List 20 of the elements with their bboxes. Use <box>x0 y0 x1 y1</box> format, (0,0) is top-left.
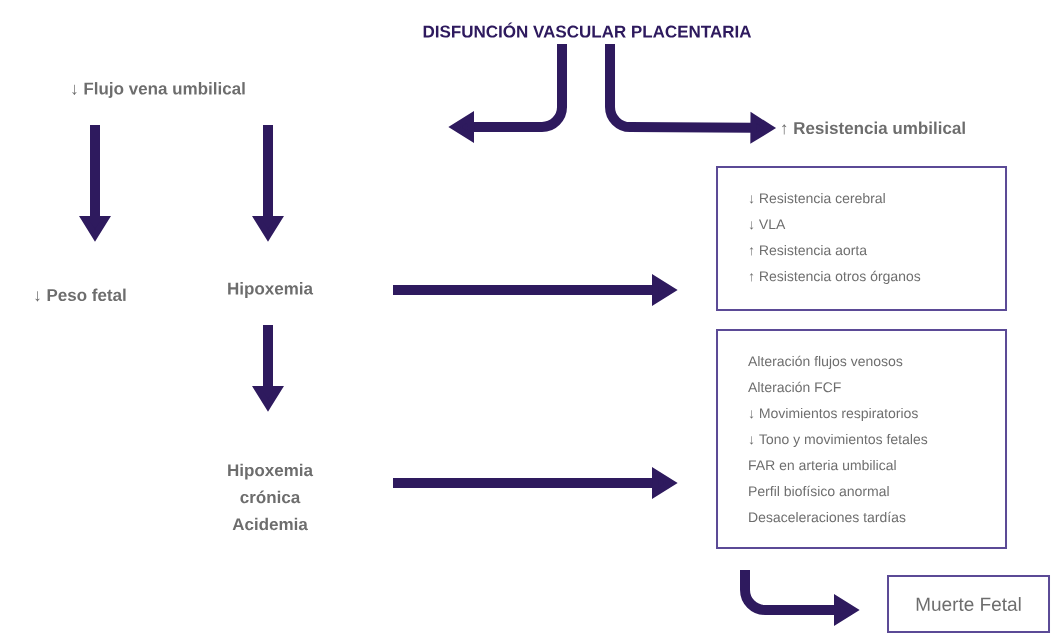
list-item: ↓ VLA <box>749 219 786 230</box>
list-item: Desaceleraciones tardías <box>749 511 906 523</box>
title: DISFUNCIÓN VASCULAR PLACENTARIA <box>423 22 752 38</box>
list-item: Alteración FCF <box>748 381 841 393</box>
list-item: ↓ Resistencia cerebral <box>749 193 885 204</box>
node-label: Hipoxemia crónica Acidemia <box>228 463 314 531</box>
node-label: ↑ Resistencia umbilical <box>782 121 965 135</box>
text-box <box>716 166 1007 311</box>
list-item: ↓ Movimientos respiratorios <box>749 407 918 421</box>
list-item: FAR en arteria umbilical <box>749 459 896 471</box>
list-item: ↓ Tono y movimientos fetales <box>749 433 928 447</box>
text-box: Muerte Fetal <box>887 575 1050 633</box>
node-label: ↓ Peso fetal <box>35 288 126 302</box>
node-label: ↓ Flujo vena umbilical <box>72 82 245 98</box>
list-item: ↑ Resistencia aorta <box>749 245 868 256</box>
text-box <box>716 329 1007 549</box>
node-label: Hipoxemia <box>228 282 314 298</box>
list-item: Alteración flujos venosos <box>748 355 903 369</box>
list-item: ↑ Resistencia otros órganos <box>749 270 921 284</box>
list-item: Perfil biofísico anormal <box>749 485 889 497</box>
